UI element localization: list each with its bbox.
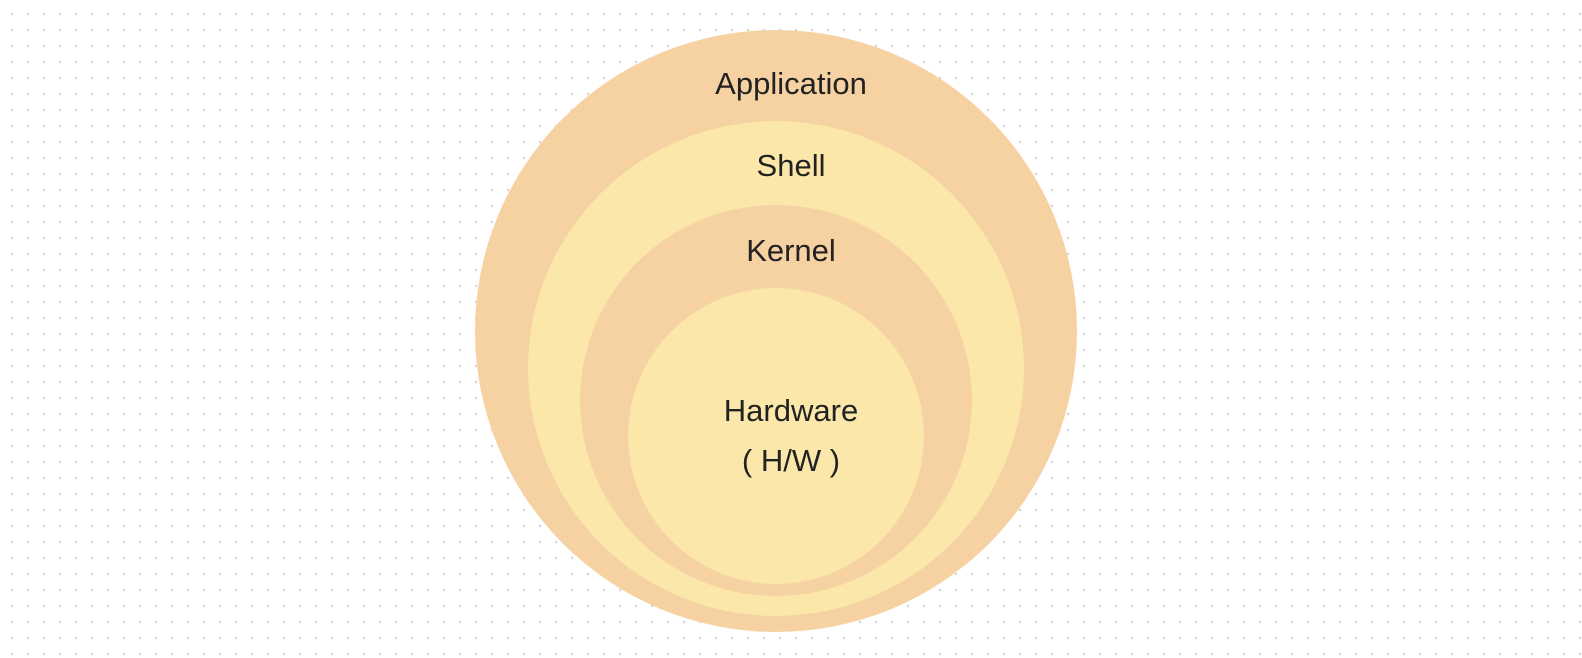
shell-layer-label: Shell — [756, 148, 826, 183]
hardware-layer-label: Hardware — [723, 393, 859, 428]
application-layer-label: Application — [715, 66, 867, 101]
hardware-layer-circle — [628, 288, 924, 584]
kernel-layer-label: Kernel — [746, 233, 836, 268]
hardware-layer-sublabel: ( H/W ) — [741, 443, 841, 478]
